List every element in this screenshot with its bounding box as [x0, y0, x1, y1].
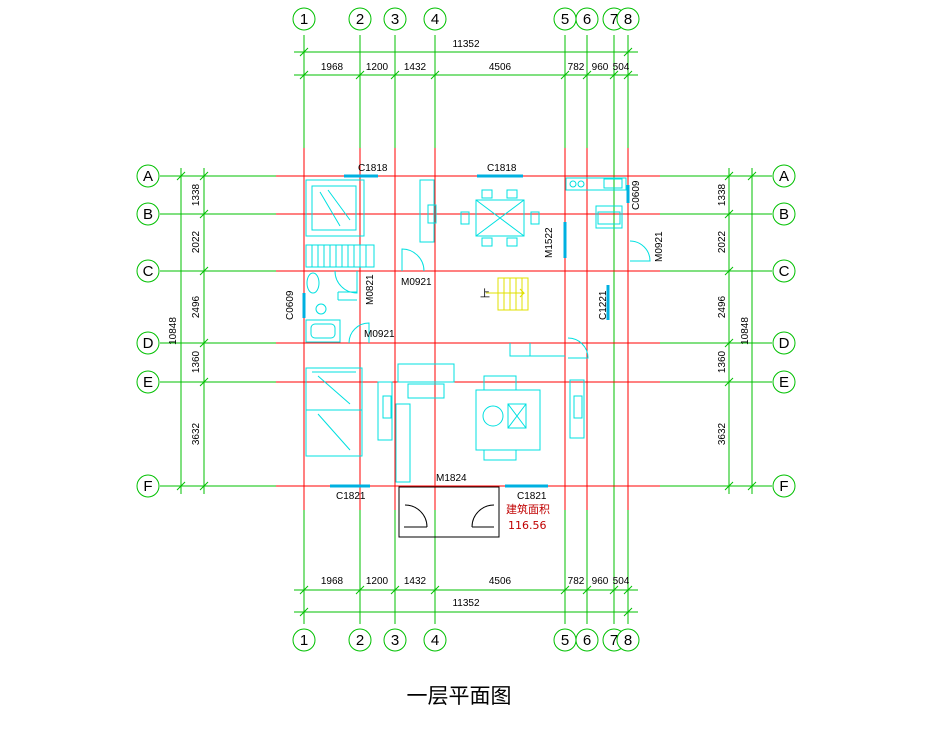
- dim-right-5: 3632: [717, 422, 728, 445]
- axis-label-bottom-2: 2: [356, 632, 364, 649]
- axis-label-right-b: B: [779, 206, 789, 223]
- dim-top-6: 960: [592, 62, 609, 73]
- dim-left-4: 1360: [191, 350, 202, 373]
- axis-bubbles-bottom: 1 2 3 4 5 6 7 8: [292, 628, 640, 652]
- code-m1824: M1824: [436, 473, 467, 484]
- windows: [302, 174, 630, 488]
- axis-label-bottom-5: 5: [561, 632, 569, 649]
- code-c1221: C1221: [598, 290, 609, 320]
- axis-label-top-8: 8: [624, 11, 632, 28]
- axis-bubbles-left: A B C D E F: [136, 164, 160, 498]
- axis-label-right-d: D: [779, 335, 790, 352]
- dim-right-1: 1338: [717, 183, 728, 206]
- dim-left-3: 2496: [191, 295, 202, 318]
- axis-label-right-e: E: [779, 374, 789, 391]
- axis-bubbles-top: 1 2 3 4 5 6 7 8: [292, 7, 640, 31]
- dim-top-total: 11352: [452, 39, 480, 50]
- drawing-title: 一层平面图: [407, 684, 512, 708]
- dim-left-5: 3632: [191, 422, 202, 445]
- dim-bottom-3: 1432: [404, 576, 427, 587]
- dim-right-4: 1360: [717, 350, 728, 373]
- dim-top-5: 782: [568, 62, 585, 73]
- dim-bottom-2: 1200: [366, 576, 389, 587]
- dim-bottom-5: 782: [568, 576, 585, 587]
- axis-label-top-7: 7: [610, 11, 618, 28]
- code-m1522: M1522: [544, 227, 555, 258]
- axis-label-left-a: A: [143, 168, 153, 185]
- stair-up-label: 上: [480, 288, 490, 300]
- top-dimension-chain: 11352 1968 1200 1432 4506 782 960 504: [294, 39, 638, 80]
- axis-label-bottom-1: 1: [300, 632, 308, 649]
- axis-label-bottom-4: 4: [431, 632, 439, 649]
- code-m0921-right: M0921: [654, 231, 665, 262]
- code-c1821-right: C1821: [517, 491, 547, 502]
- dim-top-2: 1200: [366, 62, 389, 73]
- area-label: 建筑面积: [506, 502, 550, 516]
- axis-label-top-6: 6: [583, 11, 591, 28]
- axis-label-right-a: A: [779, 168, 789, 185]
- dim-top-4: 4506: [489, 62, 512, 73]
- horizontal-grid-lines: [160, 175, 772, 487]
- doors: [334, 240, 651, 359]
- axis-label-top-4: 4: [431, 11, 439, 28]
- axis-label-top-5: 5: [561, 11, 569, 28]
- dim-top-7: 504: [613, 62, 630, 73]
- code-m0921-low: M0921: [364, 329, 395, 340]
- opening-codes: C1818 C1818 C0609 M1522 M0921 M0921 M082…: [285, 163, 665, 502]
- axis-label-left-e: E: [143, 374, 153, 391]
- dim-left-total: 10848: [168, 317, 179, 345]
- axis-bubbles-right: A B C D E F: [772, 164, 796, 498]
- dim-top-1: 1968: [321, 62, 344, 73]
- bottom-dimension-chain: 1968 1200 1432 4506 782 960 504 11352: [294, 576, 638, 617]
- axis-label-top-2: 2: [356, 11, 364, 28]
- axis-label-right-c: C: [779, 263, 790, 280]
- left-dimension-chain: 1338 2022 2496 1360 3632 10848: [168, 168, 209, 494]
- code-c1818-a: C1818: [358, 163, 388, 174]
- dim-left-2: 2022: [191, 230, 202, 253]
- code-m0921-mid: M0921: [401, 277, 432, 288]
- code-c0609-right: C0609: [631, 180, 642, 210]
- dim-right-2: 2022: [717, 230, 728, 253]
- dim-bottom-6: 960: [592, 576, 609, 587]
- axis-label-right-f: F: [779, 478, 788, 495]
- axis-label-top-1: 1: [300, 11, 308, 28]
- staircase: 上: [480, 277, 529, 311]
- code-c0609-left: C0609: [285, 290, 296, 320]
- area-value: 116.56: [508, 519, 547, 532]
- axis-label-left-c: C: [143, 263, 154, 280]
- axis-label-bottom-6: 6: [583, 632, 591, 649]
- right-dimension-chain: 1338 2022 2496 1360 3632 10848: [717, 168, 757, 494]
- dim-right-3: 2496: [717, 295, 728, 318]
- code-m0821: M0821: [365, 274, 376, 305]
- wall-axis-lines: [276, 148, 660, 510]
- dim-right-total: 10848: [740, 317, 751, 345]
- code-c1821-left: C1821: [336, 491, 366, 502]
- vertical-grid-lines: [303, 35, 629, 624]
- axis-label-left-f: F: [143, 478, 152, 495]
- dim-bottom-total: 11352: [452, 598, 480, 609]
- axis-label-bottom-8: 8: [624, 632, 632, 649]
- axis-label-top-3: 3: [391, 11, 399, 28]
- dim-bottom-1: 1968: [321, 576, 344, 587]
- axis-label-bottom-3: 3: [391, 632, 399, 649]
- dim-bottom-4: 4506: [489, 576, 512, 587]
- axis-label-left-d: D: [143, 335, 154, 352]
- axis-label-bottom-7: 7: [610, 632, 618, 649]
- dim-top-3: 1432: [404, 62, 427, 73]
- dim-left-1: 1338: [191, 183, 202, 206]
- dim-bottom-7: 504: [613, 576, 630, 587]
- furniture-fixtures: [305, 177, 627, 538]
- axis-label-left-b: B: [143, 206, 153, 223]
- code-c1818-b: C1818: [487, 163, 517, 174]
